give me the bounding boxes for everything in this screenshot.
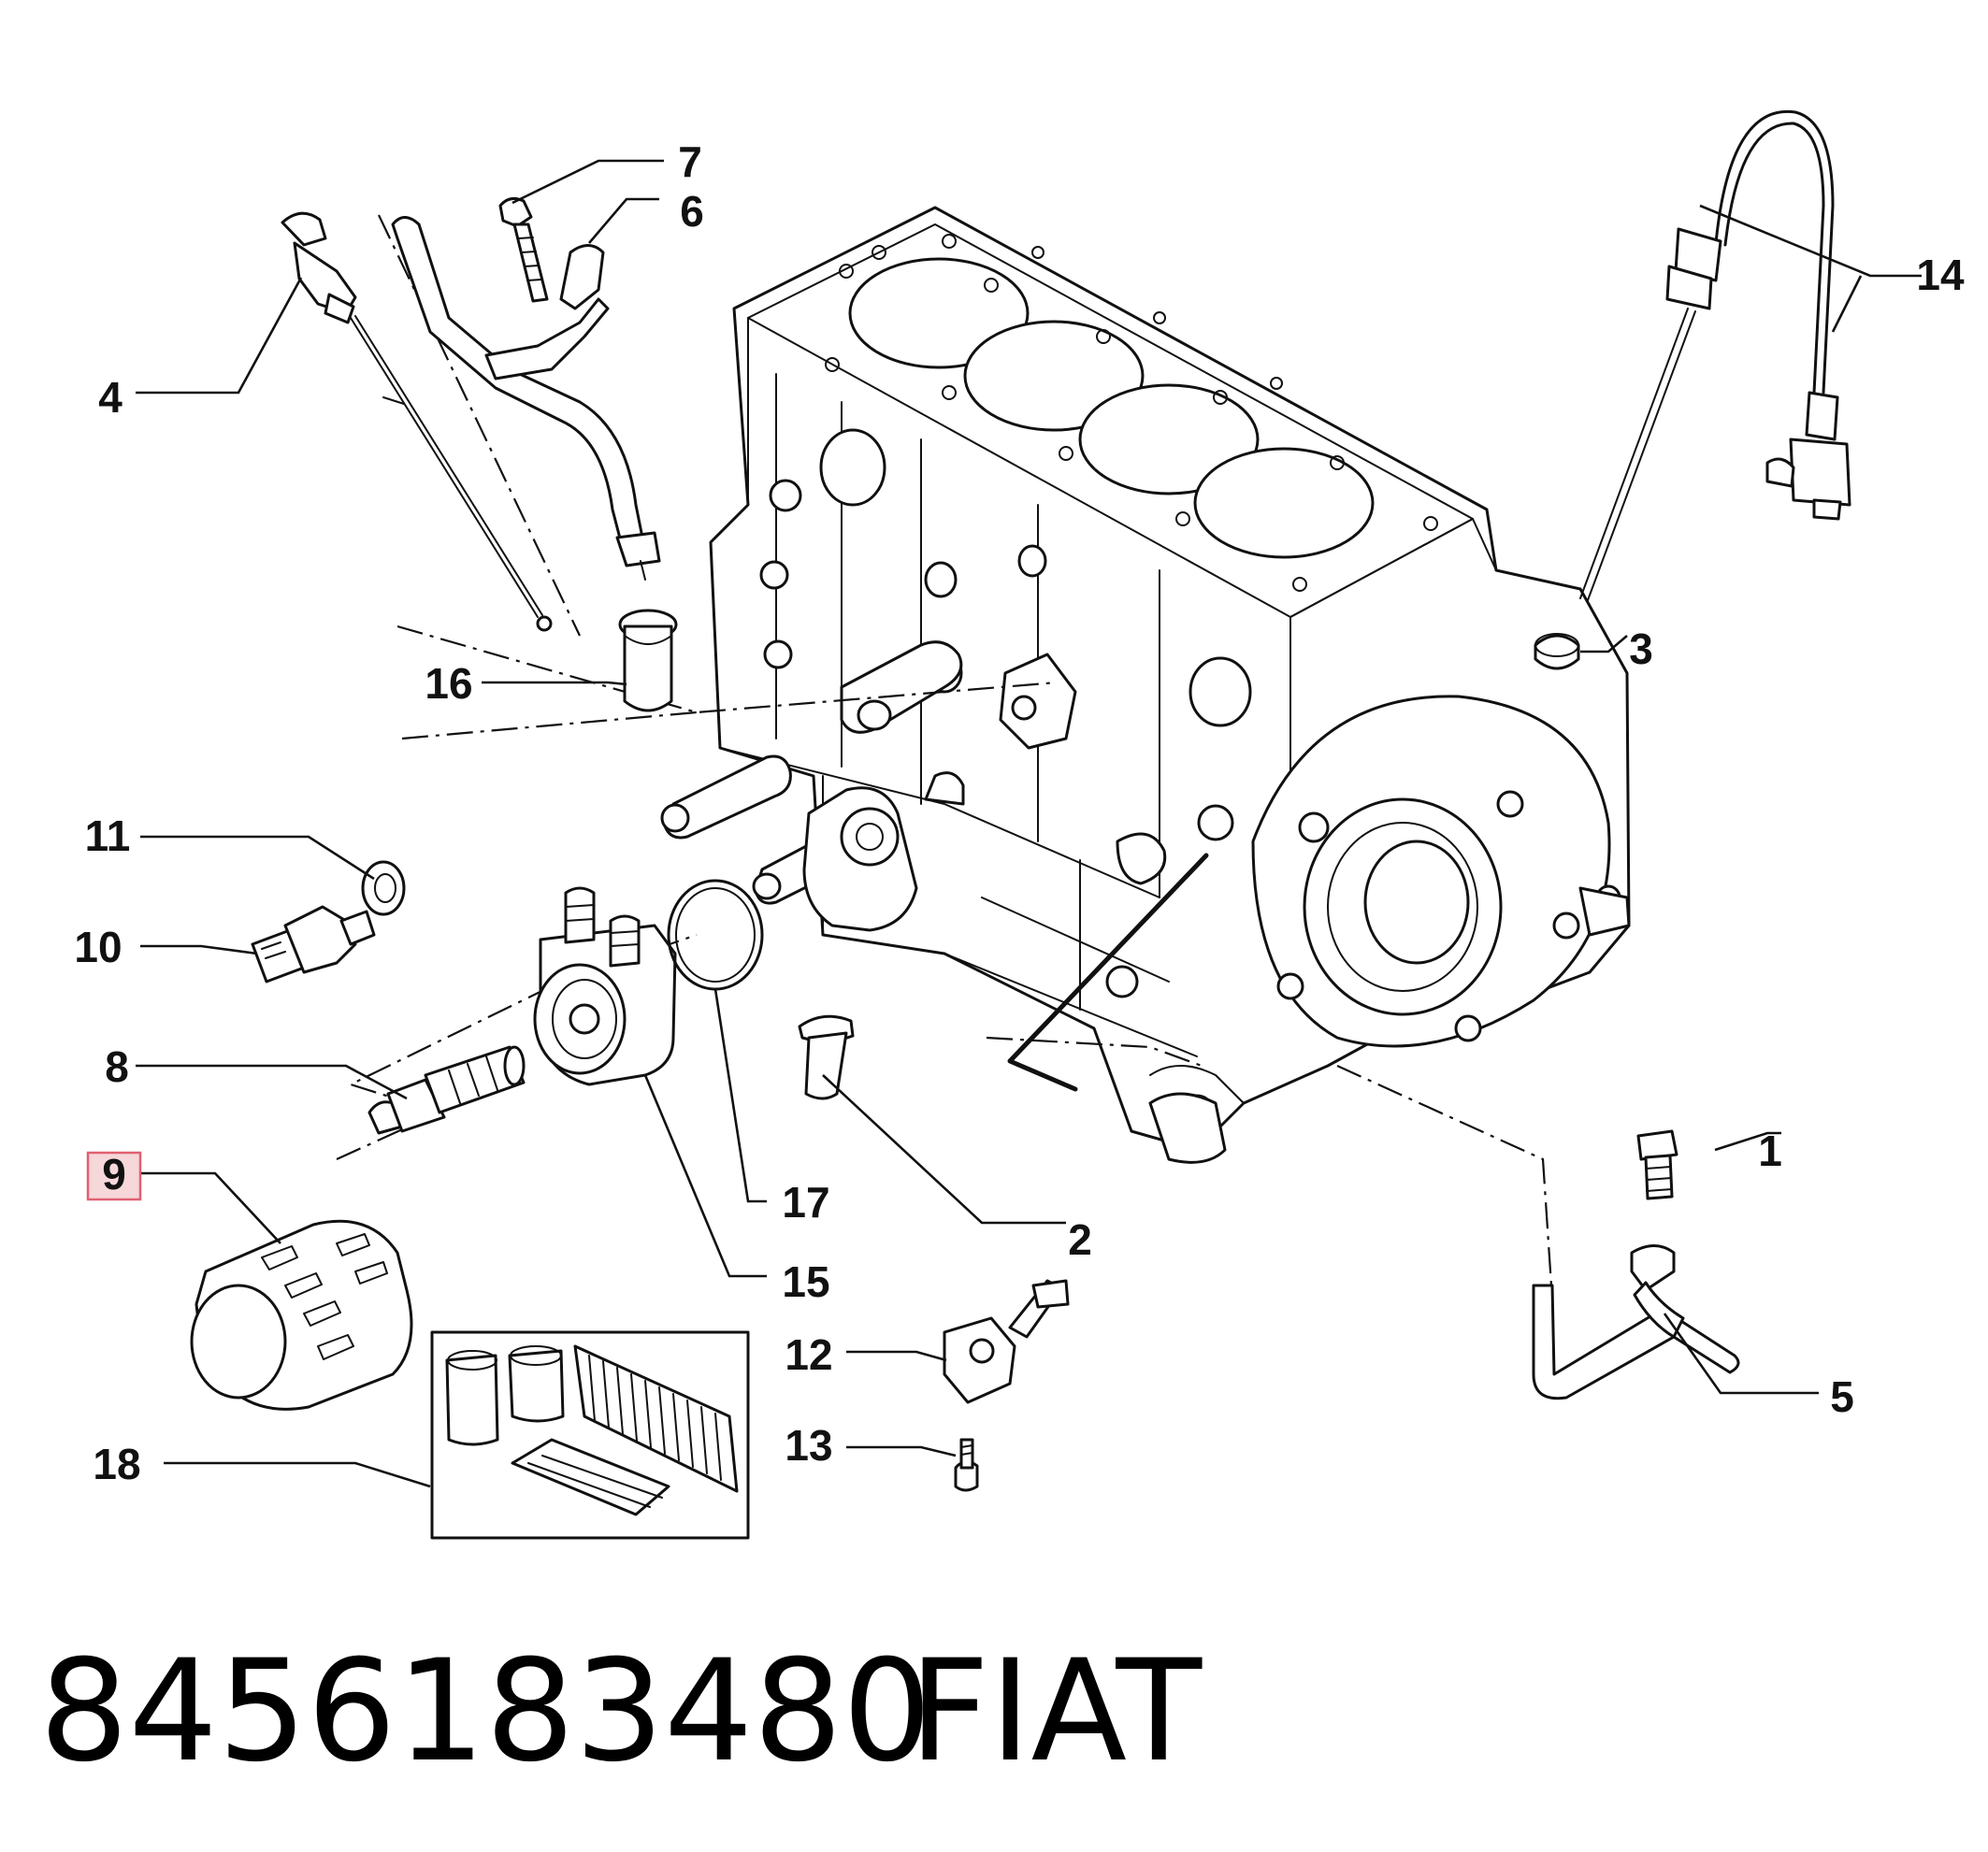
- alignment-bracket-line: [1007, 853, 1209, 1092]
- part-4-dipstick: [281, 211, 553, 632]
- part-7-bolt: [498, 196, 549, 303]
- brand-name: FIAT: [909, 1630, 1203, 1793]
- part-16-sleeve: [618, 609, 678, 712]
- part-17-o-ring: [667, 879, 764, 991]
- callout-14[interactable]: 14: [1916, 251, 1965, 299]
- part-13-bolt: [954, 1438, 979, 1492]
- callout-11[interactable]: 11: [85, 811, 131, 860]
- callout-label: 8: [105, 1042, 129, 1091]
- callout-label: 17: [782, 1178, 829, 1227]
- part-8-cooler-bolt: [367, 1045, 526, 1135]
- part-14-sensor: [1534, 109, 1851, 670]
- callout-label: 4: [98, 373, 122, 422]
- callout-8[interactable]: 8: [105, 1042, 129, 1091]
- engine-block: [660, 206, 1631, 1164]
- callout-3[interactable]: 3: [1629, 625, 1653, 673]
- part-18-filter-kit: [430, 1330, 750, 1540]
- part-2-piston-cooling-nozzle: [798, 1014, 855, 1100]
- callout-label: 6: [680, 187, 704, 236]
- callout-label: 7: [678, 137, 702, 186]
- callout-9[interactable]: 9: [86, 1150, 142, 1201]
- callout-highlight-box: [86, 1151, 142, 1201]
- callout-label: 10: [74, 923, 122, 971]
- callout-label: 15: [782, 1257, 829, 1306]
- callout-label: 1: [1758, 1127, 1782, 1175]
- callout-label: 3: [1629, 625, 1653, 673]
- part-number: 8456183480: [39, 1630, 931, 1793]
- callout-label: 2: [1068, 1215, 1092, 1264]
- callout-label: 5: [1830, 1372, 1854, 1421]
- assembly-centerlines: [336, 214, 1554, 1300]
- callout-label: 13: [785, 1421, 832, 1470]
- callout-18[interactable]: 18: [93, 1440, 140, 1488]
- callout-13[interactable]: 13: [785, 1421, 832, 1470]
- callout-1[interactable]: 1: [1758, 1127, 1782, 1175]
- leader-lines: [136, 159, 1922, 1488]
- callout-label: 11: [85, 811, 131, 860]
- callout-15[interactable]: 15: [782, 1257, 829, 1306]
- part-10-oil-pressure-switch: [251, 905, 376, 983]
- callout-label: 12: [785, 1330, 832, 1379]
- callout-label: 18: [93, 1440, 140, 1488]
- callout-12[interactable]: 12: [785, 1330, 832, 1379]
- footer: 8456183480 FIAT: [39, 1630, 1203, 1793]
- callout-7[interactable]: 7: [678, 137, 702, 186]
- part-15-oil-cooler: [533, 886, 677, 1086]
- callout-6[interactable]: 6: [680, 187, 704, 236]
- callout-16[interactable]: 16: [425, 659, 472, 708]
- part-9-oil-filter: [190, 1219, 413, 1411]
- callout-label: 16: [425, 659, 472, 708]
- callout-2[interactable]: 2: [1068, 1215, 1092, 1264]
- callout-label: 9: [102, 1150, 126, 1199]
- part-12-bracket: [943, 1279, 1070, 1404]
- callout-17[interactable]: 17: [782, 1178, 829, 1227]
- callout-label: 14: [1916, 251, 1965, 299]
- part-1-bolt: [1636, 1129, 1678, 1200]
- callout-10[interactable]: 10: [74, 923, 122, 971]
- part-5-oil-return-pipe: [1532, 1244, 1740, 1400]
- callout-5[interactable]: 5: [1830, 1372, 1854, 1421]
- callout-4[interactable]: 4: [98, 373, 122, 422]
- part-11-washer: [361, 860, 406, 916]
- part-6-dipstick-tube: [391, 216, 661, 581]
